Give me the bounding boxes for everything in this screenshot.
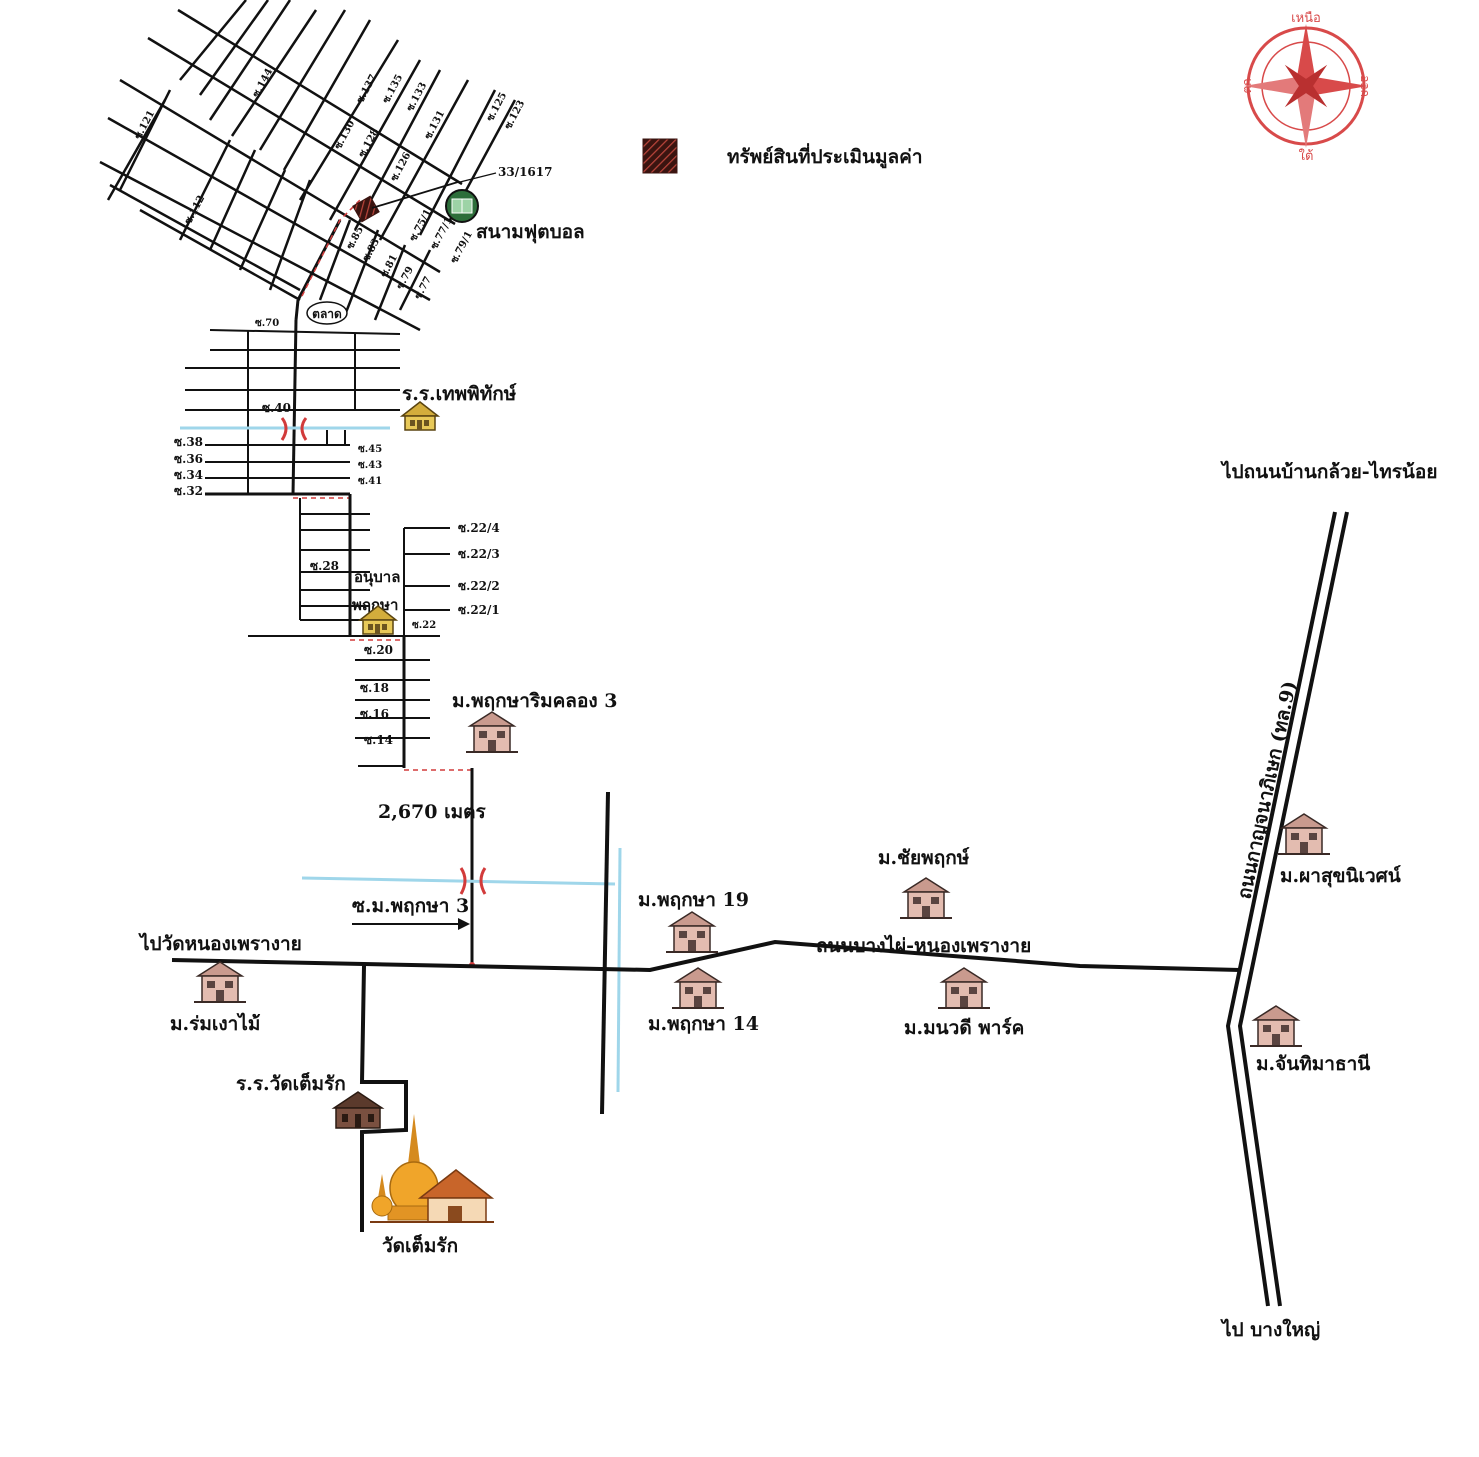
soi-14-label: ซ.14 — [364, 733, 393, 747]
pruksa-rim-khlong-icon — [465, 711, 519, 753]
soi-label: ซ.112 — [183, 194, 207, 227]
pruksa-14-label: ม.พฤกษา 14 — [648, 1013, 759, 1035]
soi-label: ซ.130 — [333, 119, 357, 152]
compass-rose: เหนือ ใต้ ตก ออก — [1240, 10, 1372, 164]
football-field-label: สนามฟุตบอล — [476, 221, 585, 244]
manawadee-label: ม.มนวดี พาร์ค — [904, 1017, 1024, 1039]
soi-32-label: ซ.32 — [174, 484, 203, 498]
main-road-bangphai — [171, 939, 1241, 973]
soi-22-label: ซ.22 — [412, 620, 436, 631]
soi-45-label: ซ.45 — [358, 444, 382, 455]
legend-swatch — [642, 138, 678, 174]
soi-20-label: ซ.20 — [364, 643, 393, 657]
pha-suk-label: ม.ผาสุขนิเวศน์ — [1280, 865, 1401, 888]
soi-28-label: ซ.28 — [310, 559, 339, 573]
chai-pruek-icon — [899, 877, 953, 919]
soi-pruksa3-label: ซ.ม.พฤกษา 3 — [352, 895, 469, 917]
lower-road-grid — [248, 498, 450, 768]
school-theppitak-icon — [401, 401, 439, 431]
soi-40-label: ซ.40 — [262, 401, 291, 415]
pruksa-19-label: ม.พฤกษา 19 — [638, 889, 749, 911]
compass-south: ใต้ — [1299, 148, 1314, 164]
chai-pruek-label: ม.ชัยพฤกษ์ — [878, 847, 970, 869]
to-north-label: ไปถนนบ้านกล้วย-ไทรน้อย — [1220, 460, 1437, 483]
school-theppitak-label: ร.ร.เทพพิทักษ์ — [402, 383, 517, 405]
bridge-lower-icon — [459, 867, 487, 895]
temple-icon — [370, 1114, 495, 1223]
compass-east: ตก — [1240, 78, 1254, 93]
road-to-temple — [359, 965, 408, 1232]
soi-label: ซ.79/1 — [449, 230, 475, 266]
school-wat-label: ร.ร.วัดเต็มรัก — [236, 1071, 346, 1095]
compass-west: ออก — [1358, 75, 1372, 97]
soi-22-1-label: ซ.22/1 — [458, 603, 500, 617]
soi-36-label: ซ.36 — [174, 452, 203, 466]
highway-kanchanaphisek — [1225, 511, 1349, 1307]
canal-lower — [301, 876, 616, 886]
arrow-head-icon — [458, 918, 470, 930]
soi-label: ซ.137 — [355, 73, 379, 106]
soi-18-label: ซ.18 — [360, 681, 389, 695]
pruksa-14-icon — [671, 967, 725, 1009]
upper-road-grid — [99, 0, 517, 332]
chantima-icon — [1249, 1005, 1303, 1047]
soi-label: ซ.126 — [389, 151, 413, 184]
chantima-label: ม.จันทิมาธานี — [1256, 1053, 1370, 1075]
distance-label: 2,670 เมตร — [378, 801, 486, 823]
market-label: ตลาด — [312, 307, 342, 321]
soi-label: ซ.135 — [381, 73, 405, 106]
soi-label: ซ.75/1 — [408, 208, 434, 244]
legend: ทรัพย์สินที่ประเมินมูลค่า — [642, 138, 923, 174]
soi-label: ซ.128 — [357, 127, 381, 160]
compass-north: เหนือ — [1291, 10, 1321, 26]
to-south-label: ไป บางใหญ่ — [1220, 1318, 1320, 1341]
property-marker — [352, 195, 380, 223]
pruksa-19-icon — [665, 911, 719, 953]
property-number-leader — [459, 172, 497, 183]
soi-label: ซ.85 — [345, 225, 366, 252]
soi-70-label: ซ.70 — [255, 318, 279, 329]
bridge-upper-icon — [280, 417, 308, 441]
soi-16-label: ซ.16 — [360, 707, 389, 721]
soi-43-label: ซ.43 — [358, 460, 382, 471]
soi-22-2-label: ซ.22/2 — [458, 579, 500, 593]
soi-label: ซ.77/1 — [429, 216, 455, 252]
soi-label: ซ.79 — [395, 265, 416, 292]
soi-22-3-label: ซ.22/3 — [458, 547, 500, 561]
property-pointer — [371, 181, 459, 209]
main-access-road — [291, 319, 298, 496]
soi-34-label: ซ.34 — [174, 468, 203, 482]
pruksa-rim-khlong-label: ม.พฤกษาริมคลอง 3 — [452, 690, 617, 712]
soi-label: ซ.83 — [361, 237, 382, 264]
legend-label: ทรัพย์สินที่ประเมินมูลค่า — [727, 143, 923, 169]
rom-ngao-mai-label: ม.ร่มเงาไม้ — [170, 1012, 260, 1035]
soi-38-label: ซ.38 — [174, 435, 203, 449]
main-road-label: ถนนบางไผ่-หนองเพรางาย — [816, 934, 1031, 957]
property-number: 33/1617 — [498, 165, 552, 179]
manawadee-icon — [937, 967, 991, 1009]
soi-41-label: ซ.41 — [358, 476, 382, 487]
to-wat-nong-label: ไปวัดหนองเพรางาย — [138, 932, 302, 955]
rom-ngao-mai-icon — [193, 961, 247, 1003]
pha-suk-icon — [1277, 813, 1331, 855]
middle-road-grid — [185, 329, 401, 495]
temple-label: วัดเต็มรัก — [382, 1233, 458, 1257]
school-wat-icon — [331, 1091, 385, 1129]
football-field-icon — [445, 189, 479, 223]
kindergarten-label-2: พฤกษา — [352, 596, 398, 614]
soi-22-4-label: ซ.22/4 — [458, 521, 500, 535]
soi-label: ซ.144 — [251, 67, 275, 100]
kindergarten-label-1: อนุบาล — [354, 568, 400, 587]
cross-road-vertical — [600, 791, 610, 1115]
market-oval — [306, 301, 348, 325]
